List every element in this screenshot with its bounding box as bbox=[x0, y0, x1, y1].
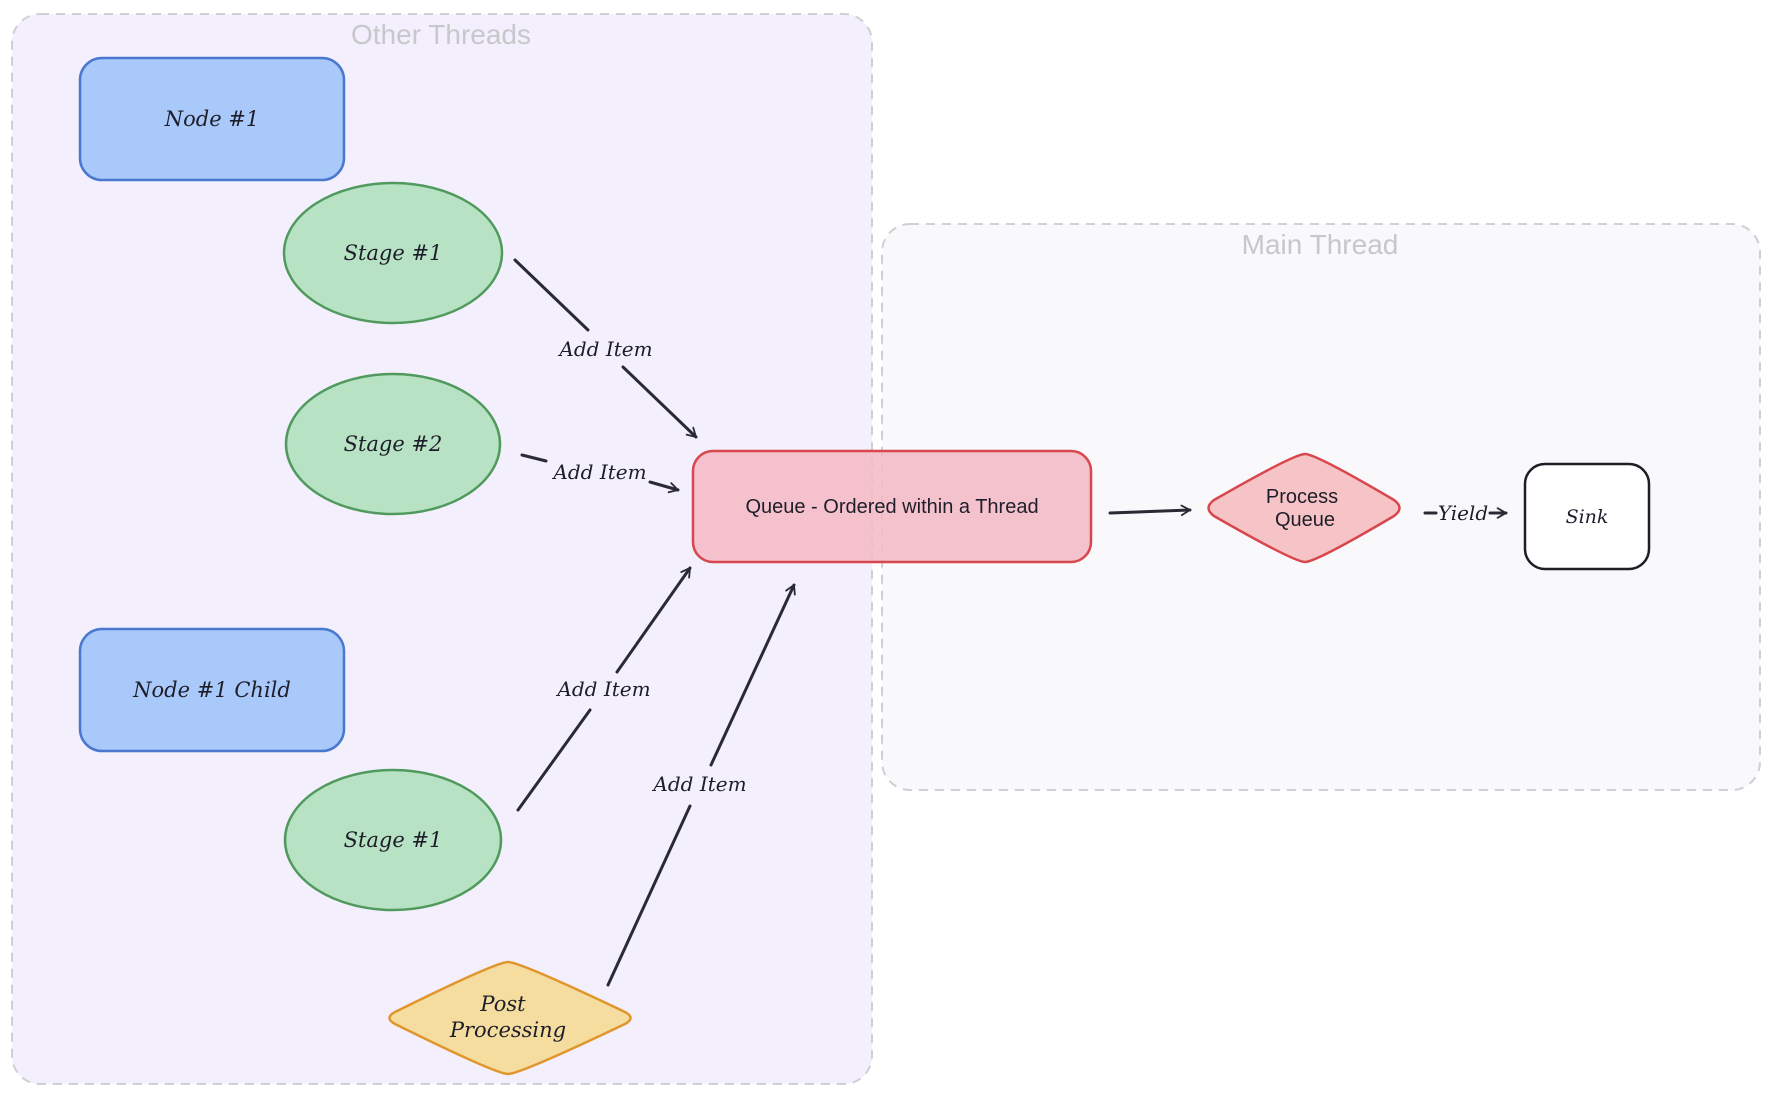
node-1-child-label: Node #1 Child bbox=[132, 678, 291, 702]
process-queue-label-line2: Queue bbox=[1275, 509, 1335, 531]
other-threads-title: Other Threads bbox=[351, 19, 531, 50]
stage-1-top[interactable]: Stage #1 bbox=[282, 181, 504, 325]
queue-node[interactable]: Queue - Ordered within a Thread bbox=[691, 449, 1093, 564]
stage-1-bottom[interactable]: Stage #1 bbox=[283, 768, 503, 912]
post-processing-label-line2: Processing bbox=[449, 1018, 566, 1042]
stage-2-label: Stage #2 bbox=[344, 432, 443, 456]
post-processing-label-line1: Post bbox=[479, 992, 526, 1016]
process-queue-label-line1: Process bbox=[1266, 486, 1338, 508]
edge-label-yield: Yield bbox=[1438, 501, 1488, 525]
node-1-child[interactable]: Node #1 Child bbox=[78, 627, 346, 753]
edge-label-add-item: Add Item bbox=[651, 772, 746, 796]
edge-stage2-to-queue: Add Item bbox=[520, 453, 680, 494]
node-1[interactable]: Node #1 bbox=[78, 56, 346, 182]
process-queue[interactable]: Process Queue bbox=[1207, 452, 1401, 564]
edge-post-to-queue: Add Item bbox=[606, 583, 796, 987]
sink-label: Sink bbox=[1566, 506, 1609, 528]
stage-2[interactable]: Stage #2 bbox=[284, 372, 502, 516]
other-threads-group: Other Threads bbox=[11, 13, 873, 1085]
stage-1-top-label: Stage #1 bbox=[344, 241, 443, 265]
node-1-label: Node #1 bbox=[164, 107, 260, 131]
edge-label-add-item: Add Item bbox=[555, 677, 650, 701]
post-processing[interactable]: Post Processing bbox=[388, 960, 632, 1076]
sink-node[interactable]: Sink bbox=[1523, 462, 1651, 571]
edge-stage1-top-to-queue: Add Item bbox=[513, 258, 698, 439]
edge-label-add-item: Add Item bbox=[557, 337, 652, 361]
edge-queue-to-process bbox=[1108, 504, 1192, 517]
edge-process-to-sink: Yield bbox=[1423, 501, 1508, 525]
stage-1-bottom-label: Stage #1 bbox=[344, 828, 443, 852]
queue-label: Queue - Ordered within a Thread bbox=[745, 496, 1038, 518]
edge-label-add-item: Add Item bbox=[551, 460, 646, 484]
edge-stage1-bottom-to-queue: Add Item bbox=[516, 566, 692, 812]
main-thread-title: Main Thread bbox=[1242, 229, 1399, 260]
